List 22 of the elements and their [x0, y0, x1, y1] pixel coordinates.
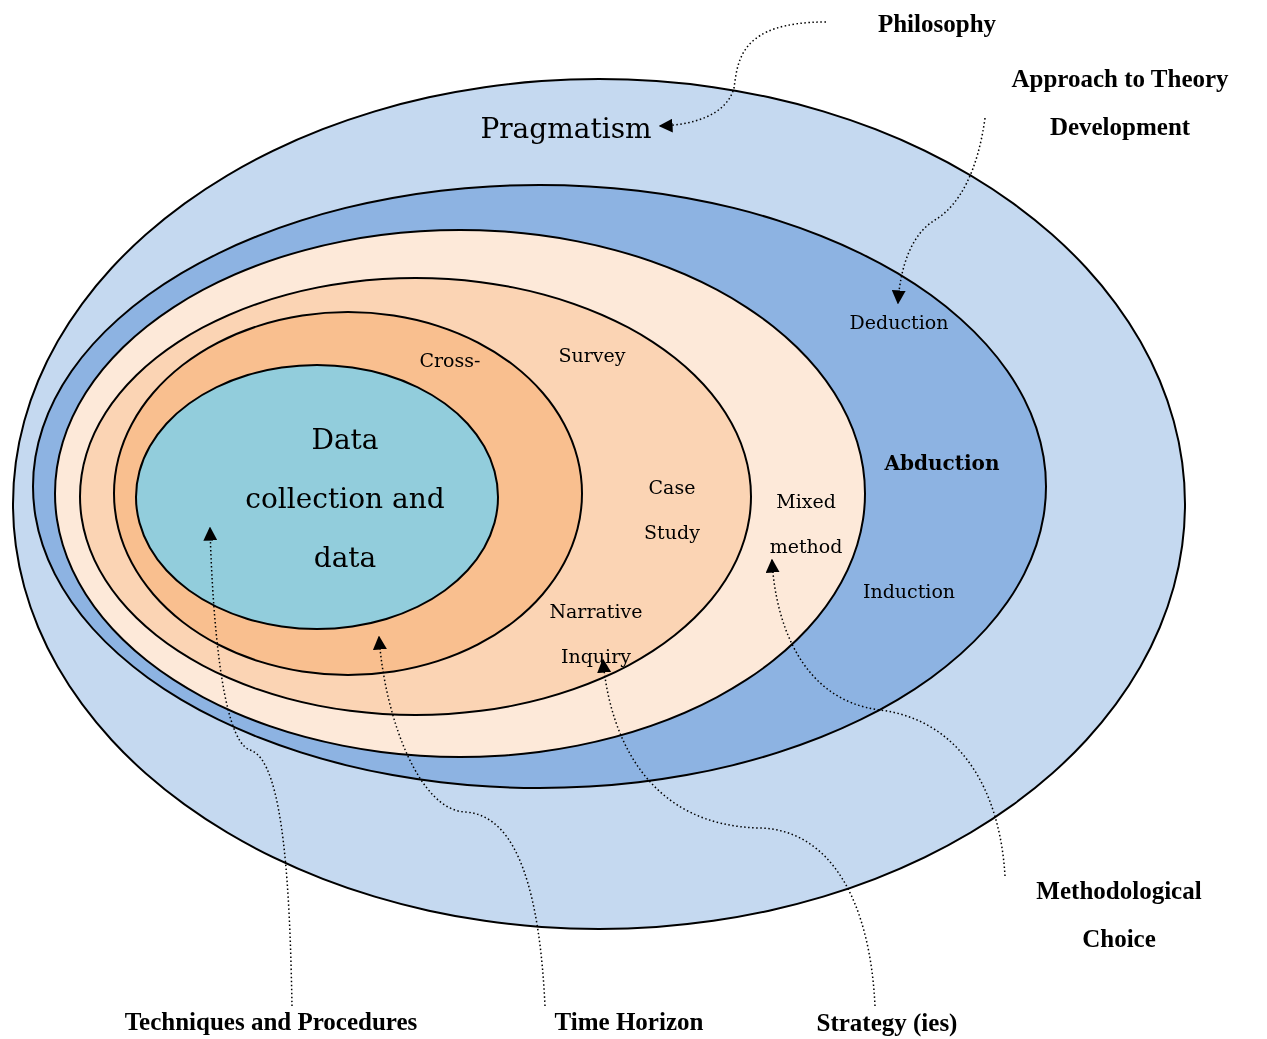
leader-arrow: [658, 21, 827, 133]
leader-arrow: [597, 658, 876, 1007]
layer-label: Cross-: [418, 348, 482, 372]
layer-label: Induction: [861, 579, 957, 603]
layer-title: Time Horizon: [529, 998, 729, 1039]
layer-title: Methodological Choice: [1009, 866, 1229, 962]
layer-label: Case Study: [643, 475, 701, 545]
layer-label: Abduction: [883, 451, 1001, 475]
layer-label: Deduction: [848, 310, 950, 334]
layer-label: Pragmatism: [479, 112, 653, 146]
leader-arrow: [766, 558, 1006, 877]
layer-label: Narrative Inquiry: [548, 599, 644, 669]
layer-label: Data collection and data: [245, 421, 445, 576]
layer-title: Philosophy: [827, 0, 1047, 48]
layer-label: Survey: [557, 343, 627, 367]
layer-title: Techniques and Procedures: [91, 998, 451, 1039]
layer-title: Strategy (ies): [787, 999, 987, 1039]
leader-arrow: [203, 526, 293, 1007]
leader-arrow: [892, 117, 986, 305]
layer-label: Mixed method: [768, 489, 844, 559]
leader-arrow: [373, 635, 546, 1007]
layer-title: Approach to Theory Development: [980, 54, 1260, 150]
